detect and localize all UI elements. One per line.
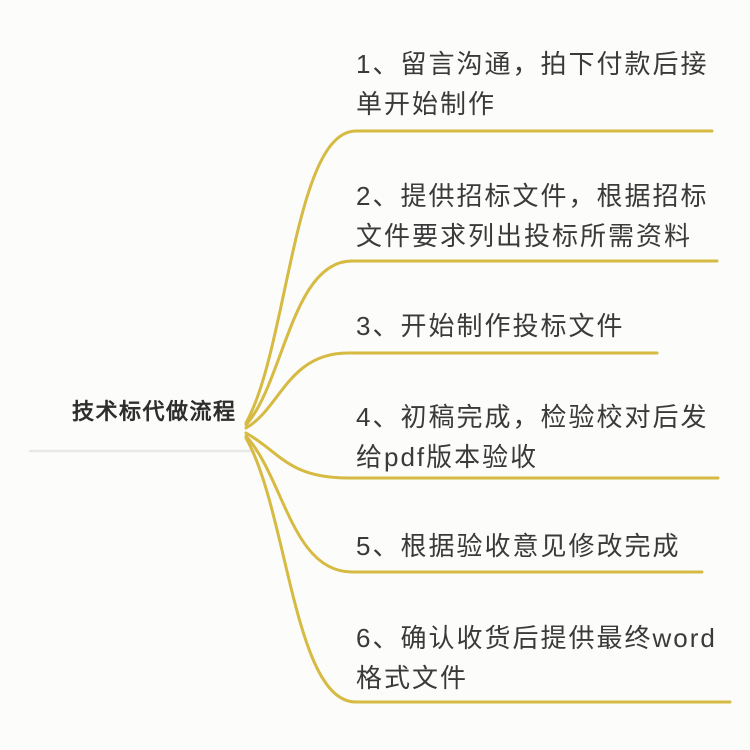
branch-node-2[interactable]: 2、提供招标文件，根据招标 文件要求列出投标所需资料 bbox=[356, 176, 736, 256]
branch-5-text-line: 5、根据验收意见修改完成 bbox=[356, 531, 681, 561]
branch-3-connector bbox=[244, 351, 659, 430]
central-topic-node[interactable]: 技术标代做流程 bbox=[72, 399, 237, 424]
branch-node-6[interactable]: 6、确认收货后提供最终word 格式文件 bbox=[356, 618, 736, 698]
branch-4-text-line: 给pdf版本验收 bbox=[356, 442, 539, 472]
branch-node-1[interactable]: 1、留言沟通，拍下付款后接 单开始制作 bbox=[356, 44, 736, 124]
branch-2-connector bbox=[244, 259, 719, 427]
branch-5-connector bbox=[244, 434, 704, 574]
branch-4-connector bbox=[244, 431, 720, 480]
branch-6-connector bbox=[244, 436, 732, 704]
branch-2-text-line: 2、提供招标文件，根据招标 bbox=[356, 181, 709, 211]
branch-1-text-line: 1、留言沟通，拍下付款后接 bbox=[356, 49, 709, 79]
branch-node-5[interactable]: 5、根据验收意见修改完成 bbox=[356, 526, 736, 566]
branch-node-4[interactable]: 4、初稿完成，检验校对后发 给pdf版本验收 bbox=[356, 397, 736, 477]
branch-1-text-line: 单开始制作 bbox=[356, 89, 497, 119]
branch-node-3[interactable]: 3、开始制作投标文件 bbox=[356, 306, 736, 346]
branch-6-text-line: 6、确认收货后提供最终word bbox=[356, 623, 717, 653]
branch-2-text-line: 文件要求列出投标所需资料 bbox=[356, 221, 693, 251]
branch-3-text-line: 3、开始制作投标文件 bbox=[356, 311, 625, 341]
branch-4-text-line: 4、初稿完成，检验校对后发 bbox=[356, 402, 709, 432]
branch-6-text-line: 格式文件 bbox=[356, 663, 469, 693]
branch-1-connector bbox=[244, 129, 714, 425]
